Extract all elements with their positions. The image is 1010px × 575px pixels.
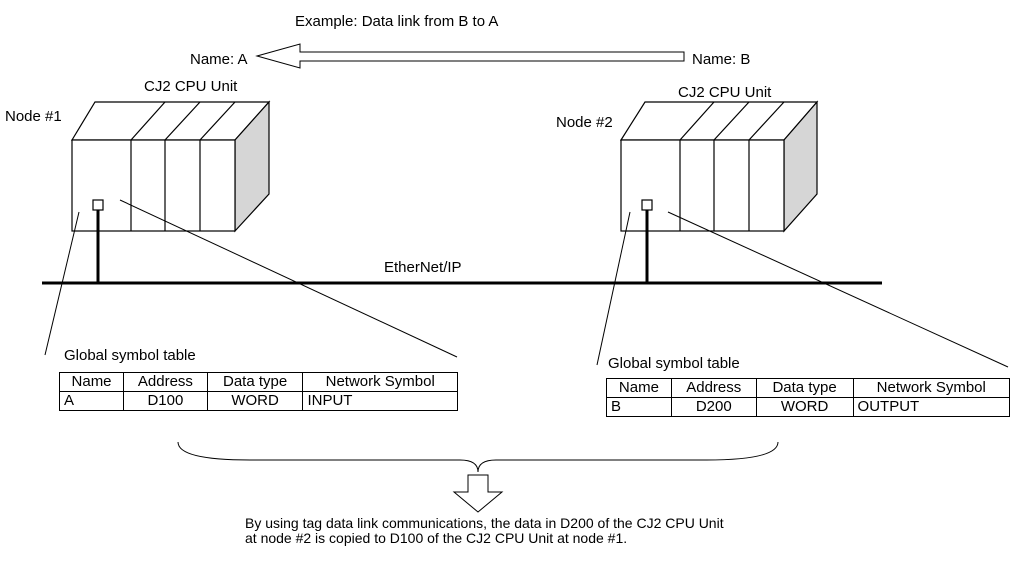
table-caption-node-2: Global symbol table [608, 355, 740, 372]
cell-network-symbol: INPUT [302, 391, 458, 411]
plc-rack-node-1 [70, 100, 271, 233]
table-header-row: Name Address Data type Network Symbol [58, 372, 458, 392]
cell-name: B [606, 397, 672, 417]
node-label-2: Node #2 [556, 114, 613, 131]
header-cell: Network Symbol [302, 372, 458, 392]
result-down-arrow [452, 474, 504, 513]
diagram-title: Example: Data link from B to A [295, 13, 499, 30]
unit-label-node-1: CJ2 CPU Unit [144, 78, 238, 95]
symbol-table-node-2: Name Address Data type Network Symbol B … [606, 378, 1010, 417]
plc-rack-node-2 [619, 100, 819, 233]
arrow-right-label: Name: B [692, 51, 751, 68]
table-header-row: Name Address Data type Network Symbol [606, 378, 1010, 398]
cell-address: D100 [123, 391, 208, 411]
cell-address: D200 [670, 397, 757, 417]
result-description: By using tag data link communications, t… [245, 515, 724, 546]
cell-data-type: WORD [206, 391, 304, 411]
table-row: B D200 WORD OUTPUT [606, 397, 1010, 417]
network-label: EtherNet/IP [384, 259, 462, 276]
table-row: A D100 WORD INPUT [58, 391, 458, 411]
callout-lines [44, 199, 1009, 368]
arrow-left-label: Name: A [190, 51, 248, 68]
header-cell: Name [606, 378, 672, 398]
symbol-table-node-1: Name Address Data type Network Symbol A … [58, 372, 458, 411]
header-cell: Data type [755, 378, 854, 398]
header-cell: Data type [206, 372, 304, 392]
cell-data-type: WORD [755, 397, 854, 417]
header-cell: Network Symbol [852, 378, 1010, 398]
header-cell: Address [123, 372, 208, 392]
cell-name: A [58, 391, 125, 411]
cell-network-symbol: OUTPUT [852, 397, 1010, 417]
header-cell: Name [58, 372, 125, 392]
node-label-1: Node #1 [5, 108, 62, 125]
data-link-arrow [255, 43, 685, 69]
unit-label-node-2: CJ2 CPU Unit [678, 84, 772, 101]
summary-brace [177, 441, 779, 473]
header-cell: Address [670, 378, 757, 398]
table-caption-node-1: Global symbol table [64, 347, 196, 364]
